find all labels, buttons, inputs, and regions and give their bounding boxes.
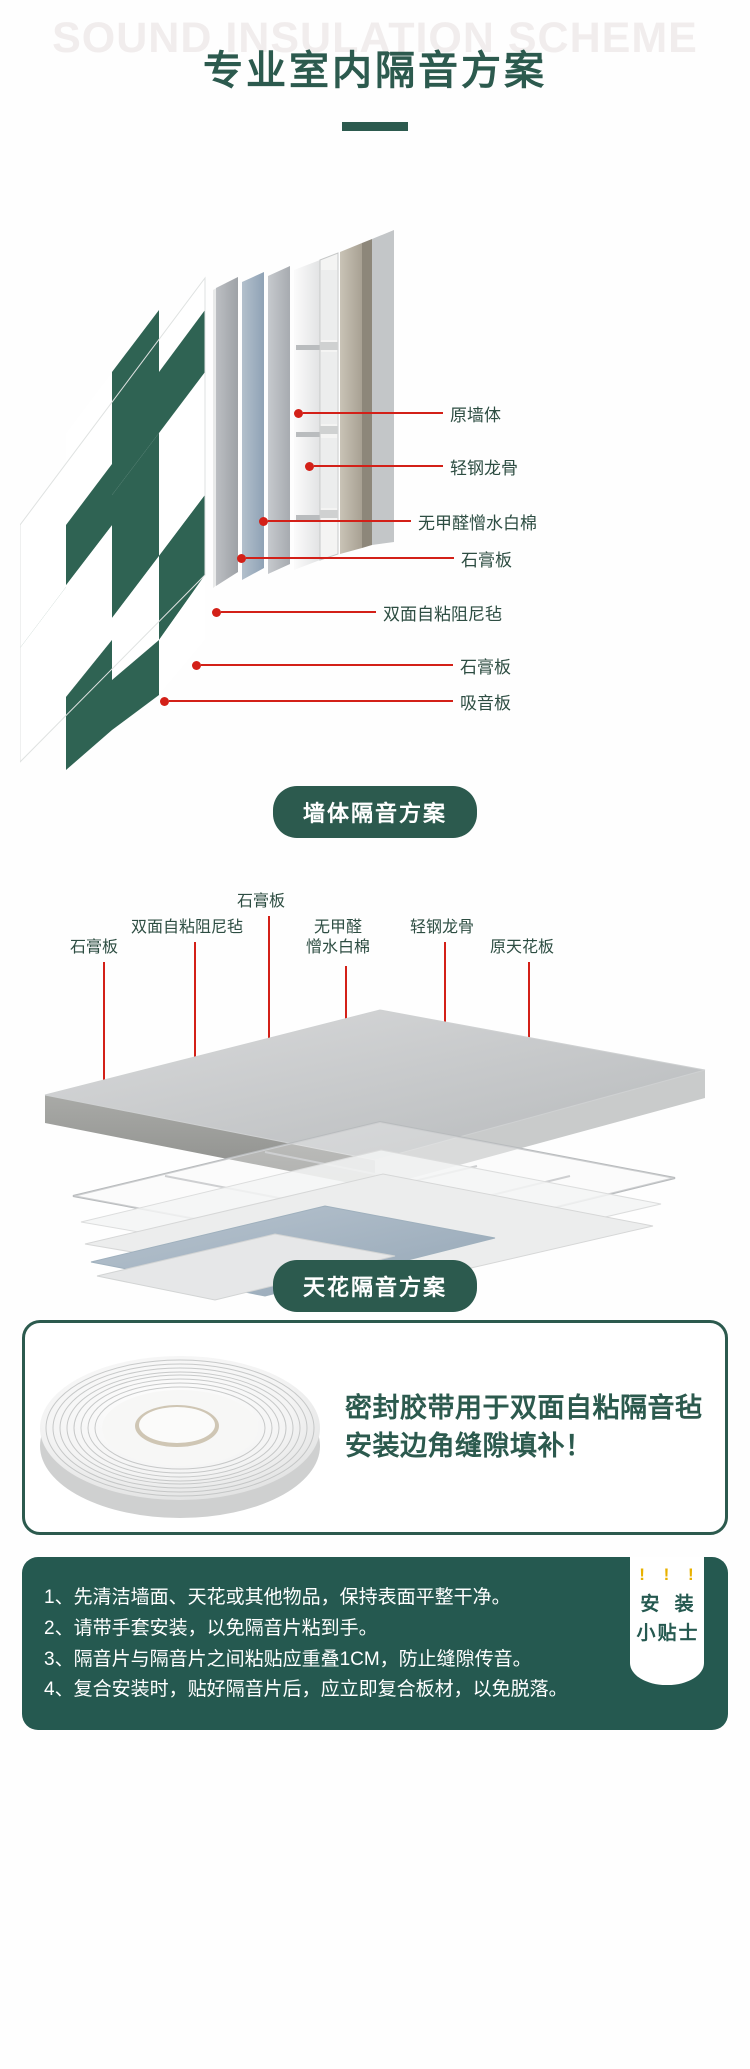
ceiling-label-0: 石膏板 [70,939,119,956]
callout-dot-icon [294,408,303,418]
ceiling-stem-5 [528,962,530,1082]
page-title: 专业室内隔音方案 [203,49,547,93]
tip-item-1: 1、先清洁墙面、天花或其他物品，保持表面平整干净。 [44,1587,511,1608]
callout-label: 吸音板 [460,693,511,713]
tips-ribbon: ! ! ! 安 装 小贴士 [630,1557,704,1685]
callout-label: 轻钢龙骨 [450,458,518,478]
callout-dot-icon [237,553,246,563]
callout-leader-line [268,520,411,522]
header-watermark-text: SOUND INSULATION SCHEME [52,14,698,62]
wall-callout-group: 原墙体 轻钢龙骨 无甲醛憎水白棉 石膏板 双面自粘阻尼毡 [0,170,750,870]
ceiling-label-1: 双面自粘阻尼毡 [131,919,244,936]
callout-wall-2: 无甲醛憎水白棉 [259,510,537,533]
ceiling-label-3: 无甲醛 憎水白棉 [306,918,370,958]
sealing-tape-card: 密封胶带用于双面自粘隔音毡安装边角缝隙填补！ [22,1320,728,1535]
callout-leader-line [201,664,453,666]
callout-wall-4: 双面自粘阻尼毡 [212,601,502,624]
callout-label: 双面自粘阻尼毡 [383,604,502,624]
ceiling-solution-section: 石膏板 双面自粘阻尼毡 石膏板 无甲醛 憎水白棉 轻钢龙骨 原天花板 [0,870,750,1320]
callout-wall-0: 原墙体 [294,402,501,425]
page-header: SOUND INSULATION SCHEME 专业室内隔音方案 [0,0,750,170]
callout-wall-1: 轻钢龙骨 [305,455,518,478]
ceiling-label-2: 石膏板 [237,893,286,910]
callout-leader-line [314,465,443,467]
title-underline-bar [342,122,408,131]
callout-dot-icon [160,696,169,706]
tip-item-4: 4、复合安装时，贴好隔音片后，应立即复合板材，以免脱落。 [44,1679,568,1701]
ceiling-stem-4 [444,942,446,1060]
callout-wall-6: 吸音板 [160,690,511,713]
tip-item-2: 2、请带手套安装，以免隔音片粘到手。 [44,1617,378,1639]
ceiling-stem-0 [103,962,105,1097]
tip-item-3: 3、隔音片与隔音片之间粘贴应重叠1CM，防止缝隙传音。 [44,1648,532,1670]
callout-wall-5: 石膏板 [192,654,511,677]
callout-label: 石膏板 [460,657,511,677]
ceiling-stem-1 [194,942,196,1072]
callout-dot-icon [212,607,221,617]
callout-leader-line [221,611,376,613]
callout-label: 石膏板 [461,550,512,570]
ceiling-solution-badge: 天花隔音方案 [272,1260,478,1312]
ceiling-badge-row: 天花隔音方案 [0,1260,750,1326]
callout-wall-3: 石膏板 [237,547,512,570]
wall-solution-badge: 墙体隔音方案 [272,786,478,838]
ceiling-label-5: 原天花板 [490,939,555,956]
callout-dot-icon [305,461,314,471]
callout-label: 原墙体 [450,405,501,425]
tips-list: 1、先清洁墙面、天花或其他物品，保持表面平整干净。 2、请带手套安装，以免隔音片… [44,1583,702,1706]
callout-dot-icon [259,516,268,526]
tape-roll-image [25,1328,345,1528]
tape-description-text: 密封胶带用于双面自粘隔音毡安装边角缝隙填补！ [345,1392,703,1461]
wall-layers-illustration [20,170,440,770]
ribbon-line-2: 小贴士 [636,1623,700,1644]
callout-label: 无甲醛憎水白棉 [418,513,537,533]
wall-solution-section: 原墙体 轻钢龙骨 无甲醛憎水白棉 石膏板 双面自粘阻尼毡 [0,170,750,870]
exclamation-marks-icon: ! ! ! [639,1565,701,1584]
callout-dot-icon [192,660,201,670]
ceiling-stem-2 [268,916,270,1064]
ceiling-label-4: 轻钢龙骨 [410,919,475,936]
callout-leader-line [246,557,454,559]
ceiling-label-3-line2: 憎水白棉 [306,939,371,956]
callout-leader-line [303,412,443,414]
callout-leader-line [169,700,453,702]
installation-tips-card: 1、先清洁墙面、天花或其他物品，保持表面平整干净。 2、请带手套安装，以免隔音片… [22,1557,728,1731]
wall-badge-row: 墙体隔音方案 [0,786,750,852]
ribbon-line-1: 安 装 [640,1594,699,1615]
ceiling-label-3-line1: 无甲醛 [314,919,363,936]
ceiling-layers-illustration [25,1000,725,1310]
